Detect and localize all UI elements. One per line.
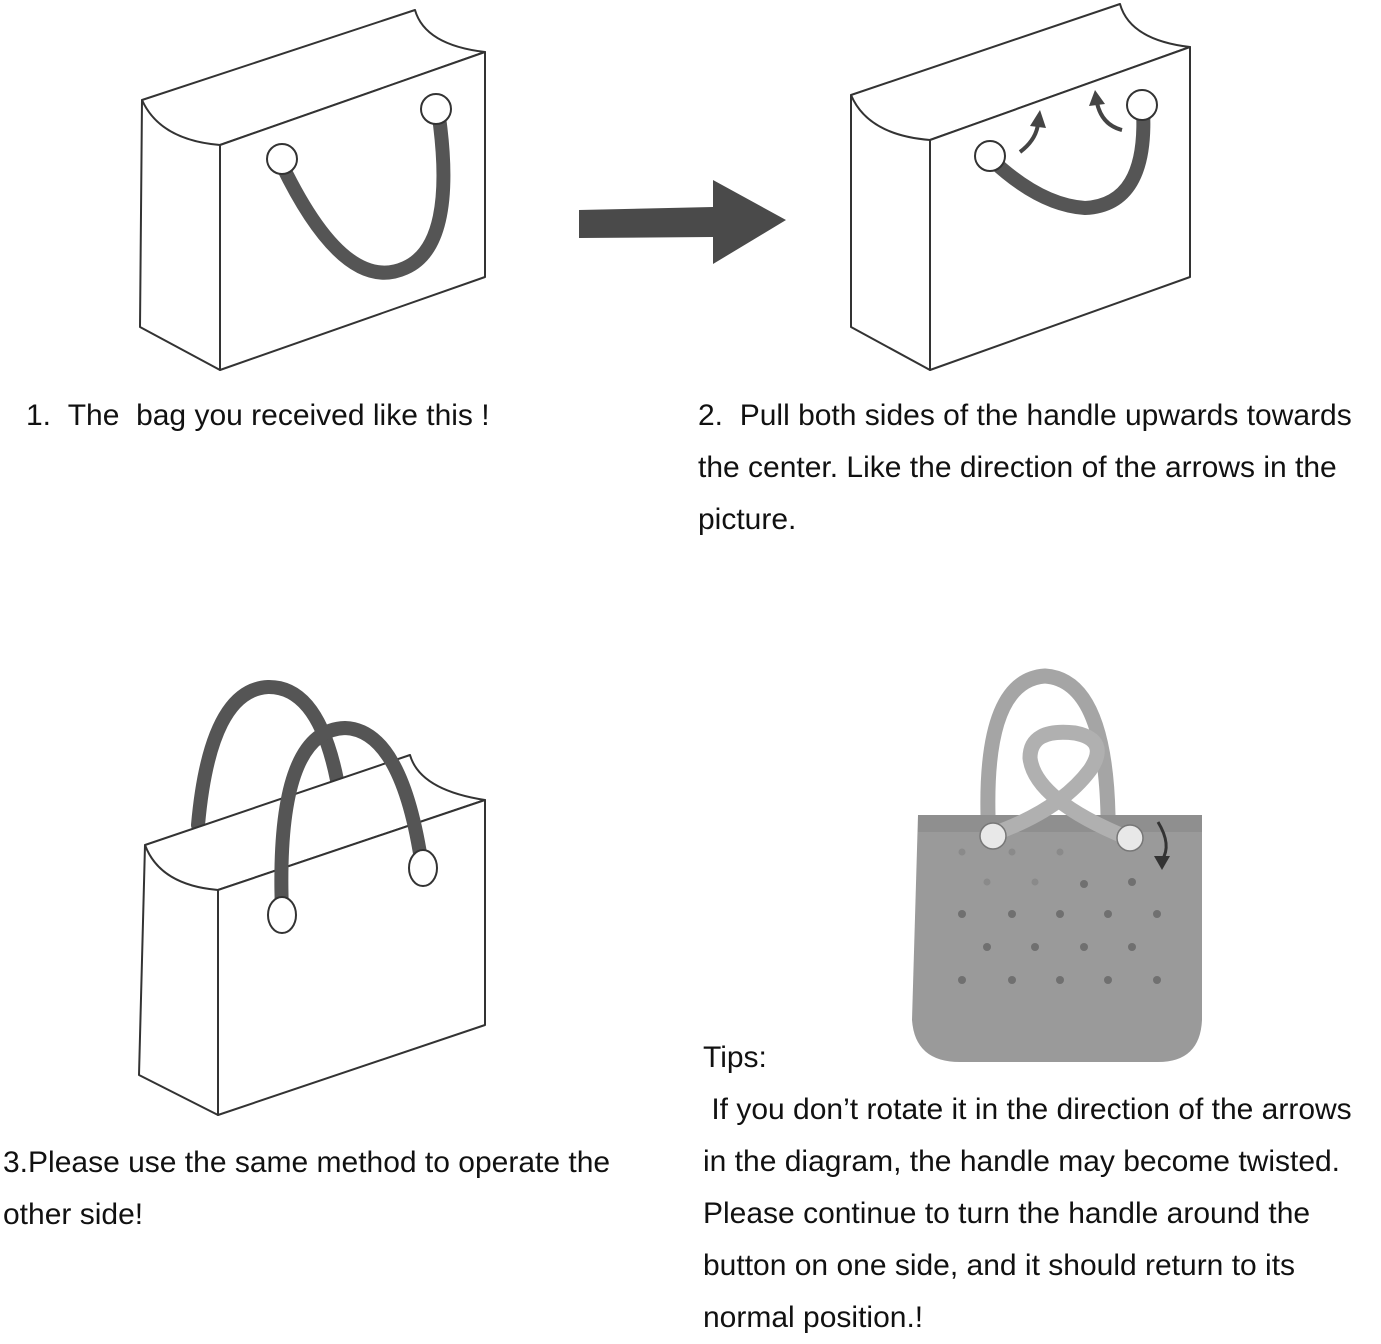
tote-bag-photo [912, 668, 1202, 1062]
bag-handle [275, 103, 451, 280]
step-1-caption: 1. The bag you received like this ! [26, 390, 626, 442]
handle-button-left [267, 896, 297, 934]
handle-button-left [974, 140, 1006, 172]
curved-arrow-up-right-icon [1089, 90, 1123, 132]
bag-front-panel [219, 51, 486, 371]
handle-button-right [420, 93, 452, 125]
step-3-text: Please use the same method to operate th… [3, 1146, 611, 1231]
bag-holes-faint [958, 848, 1064, 886]
step-1-text: The bag you received like this ! [67, 399, 490, 432]
handle-button-left [266, 143, 298, 175]
front-handle [274, 720, 429, 919]
bag-body [912, 815, 1202, 1062]
handle-button-left [979, 822, 1007, 850]
handle-button-right [408, 849, 438, 887]
step-2-text: Pull both sides of the handle upwards to… [698, 399, 1352, 536]
handle-button-right [1126, 89, 1158, 121]
curved-arrow-down-icon [1154, 821, 1170, 870]
bag-as-received-illustration [139, 9, 486, 371]
step-3-caption: 3.Please use the same method to operate … [3, 1137, 633, 1241]
tips-heading: Tips: [703, 1041, 767, 1074]
pull-handle-illustration [850, 3, 1191, 371]
handle-button-right [1116, 824, 1144, 852]
tips-section: Tips: If you don’t rotate it in the dire… [703, 1032, 1378, 1344]
step-1-number: 1. [26, 399, 52, 432]
twisted-handle-a [985, 724, 1136, 846]
right-arrow-icon [579, 180, 786, 264]
step-3-number: 3. [3, 1146, 29, 1179]
step-2-number: 2. [698, 399, 724, 432]
tips-body: If you don’t rotate it in the direction … [703, 1093, 1361, 1334]
bag-handle [985, 103, 1151, 216]
curved-arrow-up-left-icon [1018, 110, 1046, 154]
bag-holes [958, 878, 1161, 984]
step-2-caption: 2. Pull both sides of the handle upwards… [698, 390, 1368, 546]
operate-other-side-illustration [138, 679, 486, 1116]
